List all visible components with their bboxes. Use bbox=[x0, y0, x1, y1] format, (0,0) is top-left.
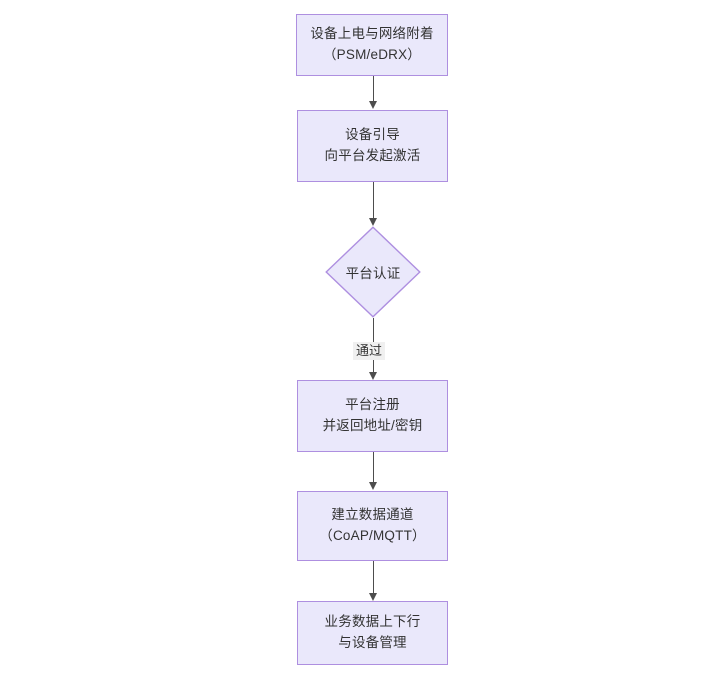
node-platform-register-label: 平台注册 并返回地址/密钥 bbox=[322, 397, 423, 433]
edge-label-pass: 通过 bbox=[353, 342, 386, 360]
edge-n1-n2-arrowhead bbox=[368, 101, 377, 109]
edge-n2-n3-arrowhead bbox=[368, 218, 377, 226]
node-platform-auth[interactable]: 平台认证 bbox=[325, 226, 421, 318]
edge-n2-n3-line bbox=[372, 182, 374, 219]
node-business-data-label: 业务数据上下行 与设备管理 bbox=[324, 614, 421, 650]
node-device-bootstrap[interactable]: 设备引导 向平台发起激活 bbox=[297, 110, 448, 182]
node-platform-auth-label: 平台认证 bbox=[345, 266, 401, 281]
edge-n4-n5-line bbox=[372, 452, 374, 483]
edge-n3-n4-arrowhead bbox=[368, 372, 377, 380]
edge-n1-n2-line bbox=[372, 76, 374, 102]
edge-n5-n6-line bbox=[372, 561, 374, 594]
node-device-bootstrap-label: 设备引导 向平台发起激活 bbox=[324, 127, 421, 163]
node-data-channel[interactable]: 建立数据通道 （CoAP/MQTT） bbox=[297, 491, 448, 561]
node-business-data[interactable]: 业务数据上下行 与设备管理 bbox=[297, 601, 448, 665]
node-device-power-on[interactable]: 设备上电与网络附着 （PSM/eDRX） bbox=[296, 14, 448, 76]
diamond-shape bbox=[325, 226, 421, 318]
node-device-power-on-label: 设备上电与网络附着 （PSM/eDRX） bbox=[310, 26, 434, 62]
node-platform-register[interactable]: 平台注册 并返回地址/密钥 bbox=[297, 380, 448, 452]
edge-n5-n6-arrowhead bbox=[368, 593, 377, 601]
node-data-channel-label: 建立数据通道 （CoAP/MQTT） bbox=[319, 507, 426, 543]
edge-n4-n5-arrowhead bbox=[368, 482, 377, 490]
